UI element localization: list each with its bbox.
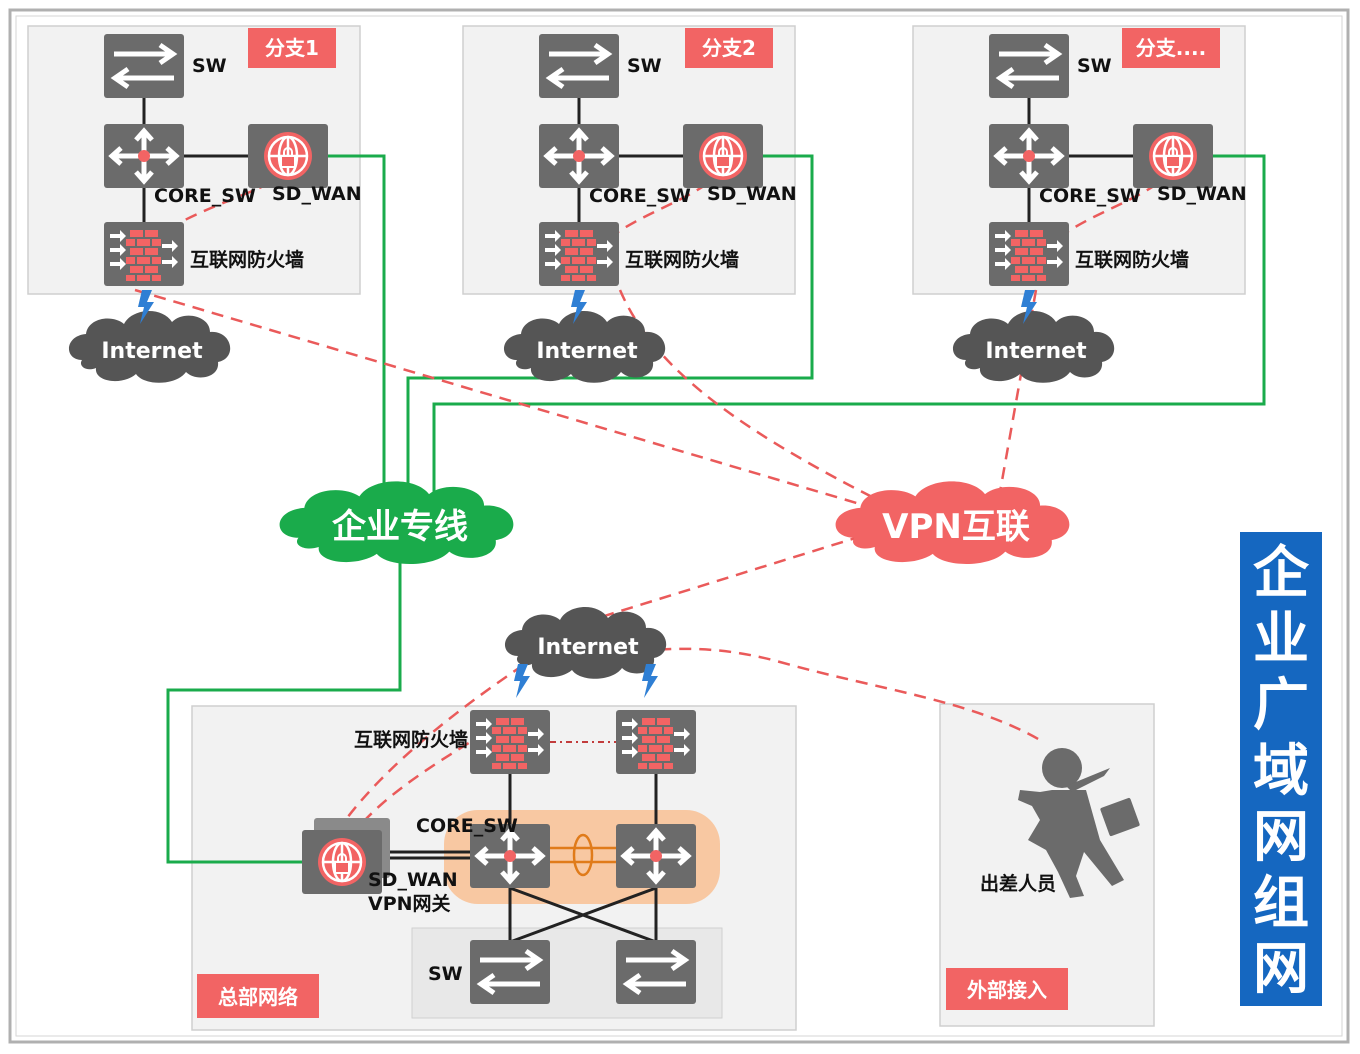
firewall-icon — [989, 222, 1069, 286]
branch-tag — [685, 28, 773, 68]
internet-label: Internet — [985, 339, 1087, 364]
sdwan-icon — [681, 122, 765, 190]
lacp-links — [550, 833, 616, 877]
external-tag — [946, 968, 1068, 1010]
firewall-label: 互联网防火墙 — [190, 248, 304, 271]
internet-label: Internet — [101, 339, 203, 364]
page-title-char: 业 — [1253, 607, 1309, 672]
branch-tag — [1122, 28, 1220, 68]
branch-3-internet-cloud: Internet — [952, 310, 1115, 383]
sw-label: SW — [192, 55, 227, 77]
hq-firewall-label: 互联网防火墙 — [354, 728, 468, 751]
branch-2: 分支2 — [462, 25, 796, 295]
hq-switch-icon — [470, 940, 550, 1004]
traveler-icon — [1018, 748, 1140, 898]
hq-vpn-gateway-label: VPN网关 — [368, 892, 451, 915]
sdwan-icon — [246, 122, 330, 190]
private-line-label: 企业专线 — [332, 507, 468, 547]
branch-links — [142, 98, 1133, 222]
traveler-label: 出差人员 — [980, 872, 1056, 895]
firewall-icon — [104, 222, 184, 286]
page-title-char: 组 — [1253, 871, 1309, 936]
title-banner — [1240, 532, 1322, 1006]
core-sw-label: CORE_SW — [589, 185, 691, 207]
core-sw-label: CORE_SW — [154, 185, 256, 207]
core-switch-icon — [989, 124, 1069, 188]
switch-icon — [104, 34, 184, 98]
branch-tag-label: 分支.... — [1136, 36, 1206, 60]
hq-internet-cloud: Internet — [504, 606, 667, 679]
branch-tag-label: 分支2 — [702, 36, 756, 60]
hq-tag — [197, 974, 319, 1018]
page-title-char: 企 — [1253, 541, 1310, 606]
core-switch-icon — [104, 124, 184, 188]
firewall-label: 互联网防火墙 — [1075, 248, 1189, 271]
hq-sdwan-label: SD_WAN — [368, 869, 458, 891]
branch-tag-label: 分支1 — [265, 36, 319, 60]
switch-icon — [539, 34, 619, 98]
vpn-label: VPN互联 — [882, 507, 1030, 547]
branch-2-internet-cloud: Internet — [503, 310, 666, 383]
sdwan-label: SD_WAN — [1157, 183, 1247, 205]
page-title-char: 广 — [1253, 673, 1309, 738]
sw-label: SW — [627, 55, 662, 77]
sdwan-label: SD_WAN — [272, 183, 362, 205]
hq-core-sw-label: CORE_SW — [416, 815, 518, 837]
internet-label: Internet — [537, 635, 639, 660]
sw-label: SW — [1077, 55, 1112, 77]
page-title-char: 网 — [1253, 937, 1309, 1002]
page-title-char: 网 — [1253, 805, 1309, 870]
hq-tag-label: 总部网络 — [218, 985, 298, 1009]
hq-firewall-icon — [470, 710, 550, 774]
hq-links — [380, 774, 658, 944]
branch-1: 分支1 — [27, 25, 361, 295]
page-title: 企业广域网组网 — [1253, 541, 1310, 1002]
hq-core-switch-icon — [616, 824, 696, 888]
external-access: 外部接入 — [939, 703, 1155, 1027]
core-switch-icon — [539, 124, 619, 188]
sdwan-label: SD_WAN — [707, 183, 797, 205]
external-tag-label: 外部接入 — [967, 978, 1047, 1002]
firewall-label: 互联网防火墙 — [625, 248, 739, 271]
private-line-links — [166, 154, 1266, 864]
internet-label: Internet — [536, 339, 638, 364]
private-line-cloud: 企业专线 — [279, 481, 514, 564]
branch-1-internet-cloud: Internet — [68, 310, 231, 383]
hq-sw-label: SW — [428, 963, 463, 985]
core-sw-label: CORE_SW — [1039, 185, 1141, 207]
firewall-icon — [539, 222, 619, 286]
hq-firewall-icon — [616, 710, 696, 774]
switch-icon — [989, 34, 1069, 98]
sdwan-icon — [1131, 122, 1215, 190]
page-title-char: 域 — [1253, 739, 1309, 804]
vpn-cloud: VPN互联 — [835, 481, 1070, 564]
branch-tag — [248, 28, 336, 68]
hq-switch-icon — [616, 940, 696, 1004]
